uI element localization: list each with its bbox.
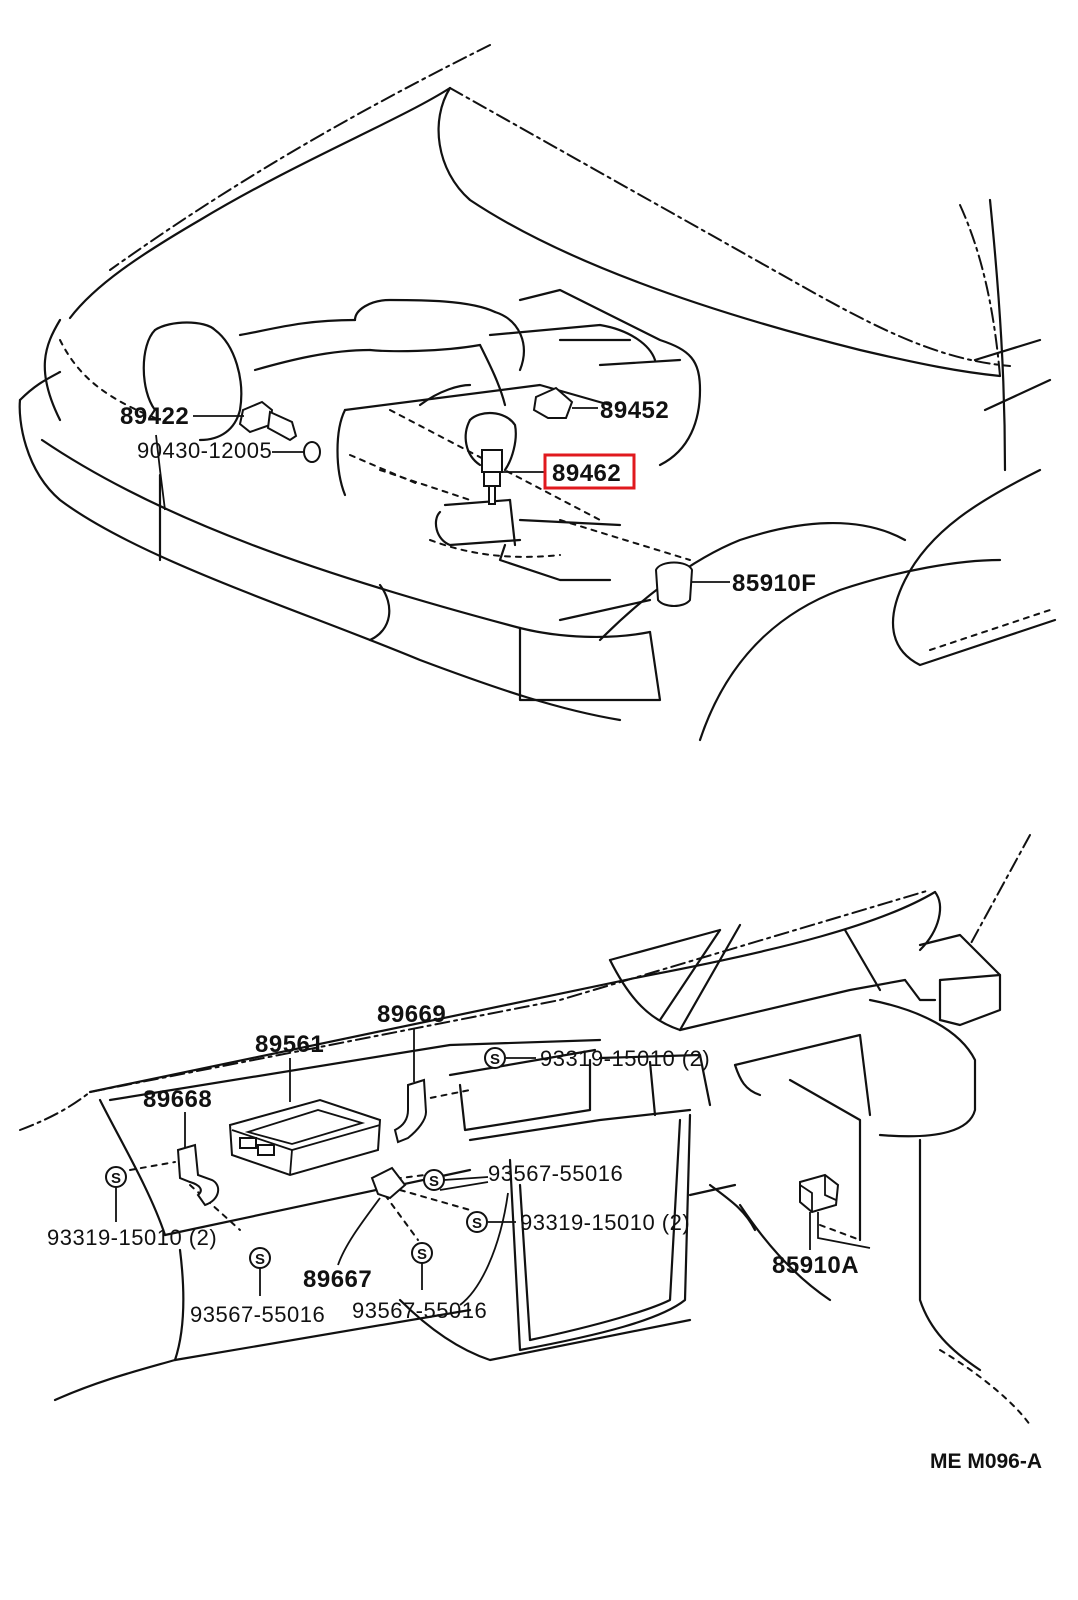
part-85910f-switch — [654, 561, 694, 607]
label-85910f: 85910F — [732, 570, 816, 597]
label-89452: 89452 — [600, 397, 669, 424]
label-93319-15010-top: 93319-15010 (2) — [540, 1046, 710, 1071]
label-89422: 89422 — [120, 403, 189, 430]
part-90430-gasket — [303, 441, 321, 463]
label-93319-15010-left: 93319-15010 (2) — [47, 1225, 217, 1250]
screw-symbol-mid-lower: S — [466, 1211, 488, 1233]
part-89462-sensor — [481, 449, 503, 505]
svg-text:S: S — [255, 1251, 265, 1268]
dashboard-illustration — [19, 834, 1031, 1426]
screw-symbol-bottom-left: S — [249, 1247, 271, 1269]
svg-text:S: S — [472, 1215, 482, 1232]
svg-text:S: S — [429, 1173, 439, 1190]
part-89669-bracket — [393, 1078, 428, 1144]
label-89462: 89462 — [552, 460, 621, 487]
part-85910a-switch — [799, 1173, 840, 1214]
part-89422-sensor — [238, 400, 298, 442]
screw-symbol-mid-upper: S — [423, 1169, 445, 1191]
label-89668: 89668 — [143, 1086, 212, 1113]
svg-text:S: S — [111, 1170, 121, 1187]
label-89667: 89667 — [303, 1266, 372, 1293]
label-90430-12005: 90430-12005 — [137, 438, 272, 463]
svg-text:S: S — [490, 1051, 500, 1068]
label-93567-55016-mid: 93567-55016 — [488, 1161, 623, 1186]
label-89561: 89561 — [255, 1031, 324, 1058]
label-89669: 89669 — [377, 1001, 446, 1028]
label-85910a: 85910A — [772, 1252, 859, 1279]
screw-symbol-bottom-right: S — [411, 1242, 433, 1264]
engine-bay-illustration — [18, 44, 1057, 742]
part-89561-ecu — [228, 1098, 382, 1177]
highlight-box — [543, 453, 636, 490]
part-89668-bracket — [176, 1143, 220, 1207]
svg-text:S: S — [417, 1246, 427, 1263]
part-89667-bracket — [370, 1166, 407, 1200]
figure-code: ME M096-A — [930, 1450, 1042, 1473]
screw-symbol-left: S — [105, 1166, 127, 1188]
label-93567-55016-right: 93567-55016 — [352, 1298, 487, 1323]
label-93319-15010-mid: 93319-15010 (2) — [520, 1210, 690, 1235]
label-93567-55016-left: 93567-55016 — [190, 1302, 325, 1327]
part-89452-sensor — [532, 386, 574, 419]
screw-symbol-top: S — [484, 1047, 506, 1069]
